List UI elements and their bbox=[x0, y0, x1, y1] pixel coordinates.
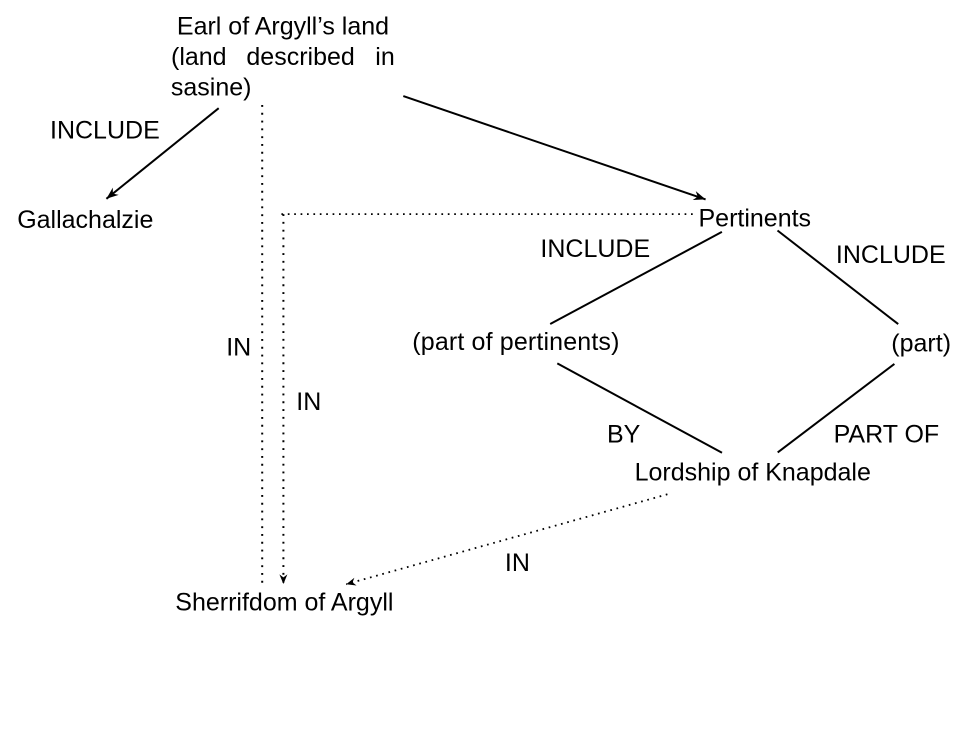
svg-text:(part): (part) bbox=[891, 329, 951, 357]
svg-text:INCLUDE: INCLUDE bbox=[540, 235, 650, 263]
svg-text:Sherrifdom of Argyll: Sherrifdom of Argyll bbox=[175, 589, 393, 617]
svg-text:(land: (land bbox=[171, 43, 227, 71]
svg-text:Gallachalzie: Gallachalzie bbox=[17, 206, 153, 234]
svg-text:Earl of Argyll’s land: Earl of Argyll’s land bbox=[177, 13, 389, 41]
svg-text:(part of pertinents): (part of pertinents) bbox=[412, 328, 619, 356]
svg-text:IN: IN bbox=[296, 388, 321, 416]
svg-text:Lordship of Knapdale: Lordship of Knapdale bbox=[635, 458, 871, 486]
svg-text:PART OF: PART OF bbox=[834, 421, 940, 449]
svg-text:INCLUDE: INCLUDE bbox=[836, 241, 946, 269]
svg-text:BY: BY bbox=[607, 421, 641, 449]
svg-text:INCLUDE: INCLUDE bbox=[50, 117, 160, 145]
svg-text:in: in bbox=[375, 43, 394, 71]
svg-text:IN: IN bbox=[226, 334, 251, 362]
svg-text:Pertinents: Pertinents bbox=[699, 204, 812, 232]
svg-text:described: described bbox=[246, 43, 354, 71]
svg-text:sasine): sasine) bbox=[171, 74, 252, 102]
svg-text:IN: IN bbox=[505, 549, 530, 577]
